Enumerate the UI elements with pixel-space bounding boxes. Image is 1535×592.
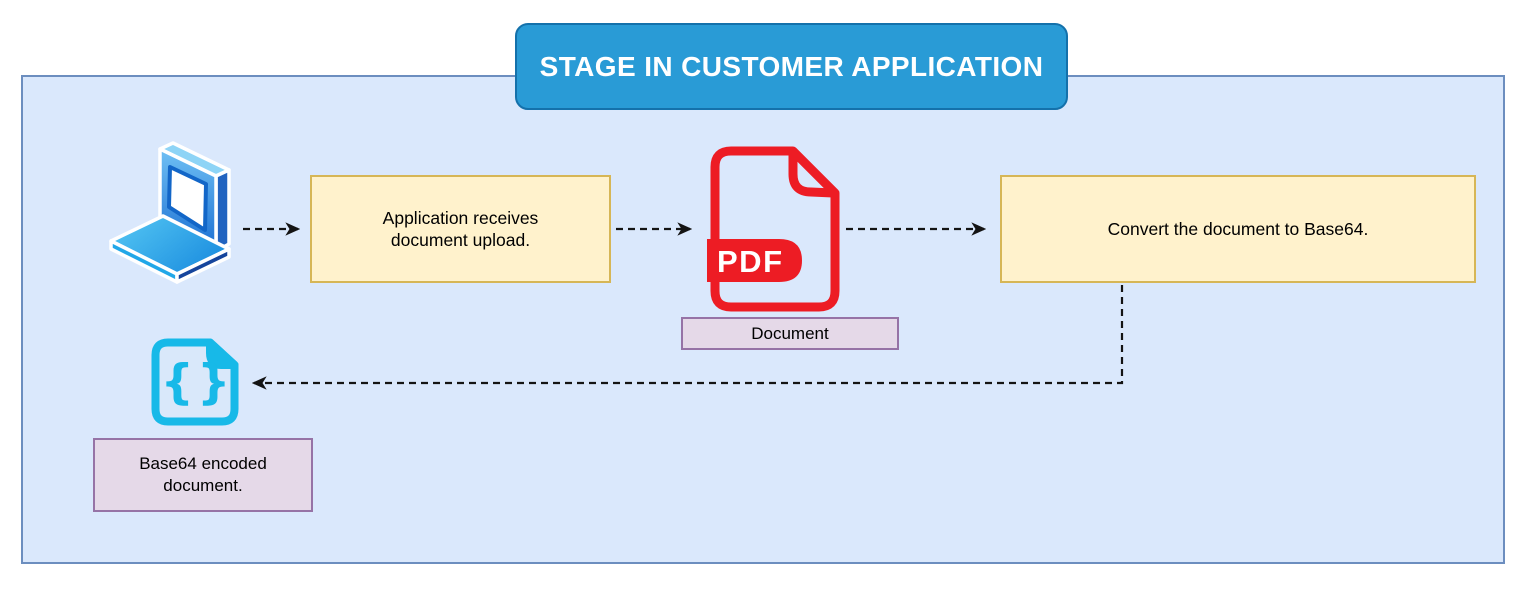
node-convert-base64-label: Convert the document to Base64. [1107, 218, 1369, 239]
pdf-document-outline [710, 146, 840, 312]
json-file-icon: {} [151, 338, 239, 426]
label-document: Document [681, 317, 899, 350]
stage-title-banner: STAGE IN CUSTOMER APPLICATION [515, 23, 1068, 110]
node-application-receives-label: Application receives document upload. [382, 207, 539, 250]
pdf-folded-corner [788, 148, 838, 198]
laptop-icon [109, 141, 231, 284]
pdf-badge [707, 239, 802, 282]
page-title: STAGE IN CUSTOMER APPLICATION [539, 50, 1044, 82]
label-base64-encoded: Base64 encoded document. [93, 438, 313, 512]
label-document-text: Document [751, 323, 829, 343]
laptop-screen-display [167, 165, 208, 232]
json-braces-glyph: {} [161, 355, 234, 410]
node-application-receives: Application receives document upload. [310, 175, 611, 283]
pdf-badge-text: PDF [717, 244, 784, 279]
json-folded-corner [206, 338, 239, 369]
label-base64-encoded-text: Base64 encoded document. [139, 454, 267, 495]
pdf-file-icon: PDF [707, 146, 840, 312]
node-convert-base64: Convert the document to Base64. [1000, 175, 1476, 283]
